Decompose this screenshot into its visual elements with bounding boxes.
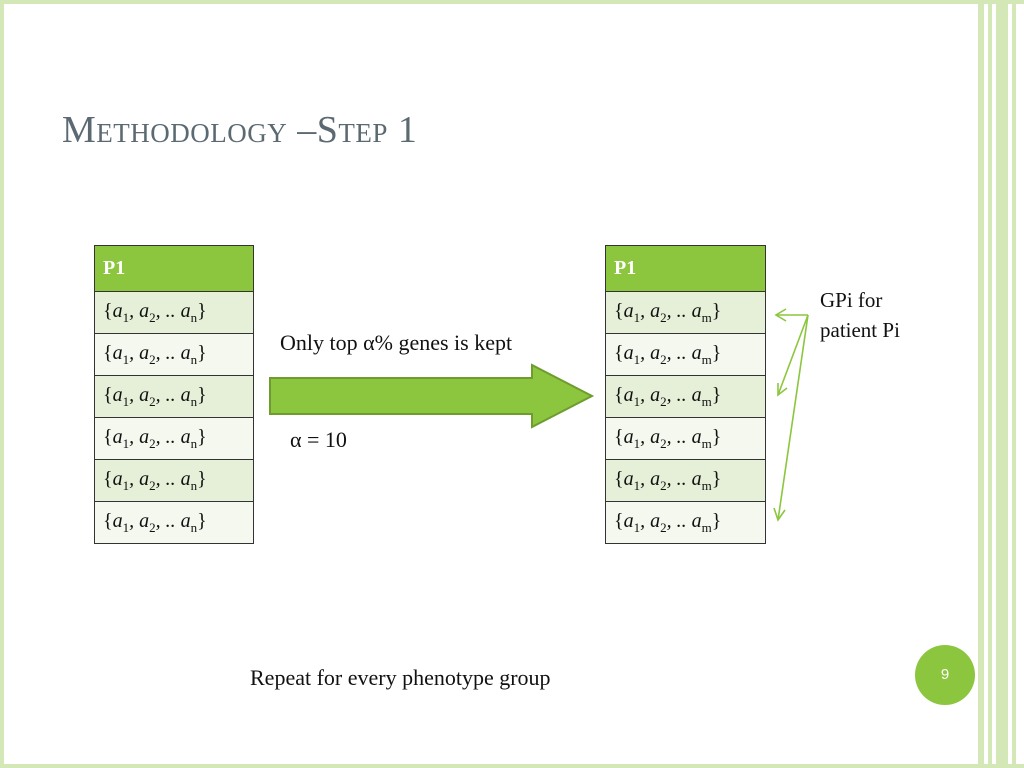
page-number-badge: 9 [915,645,975,705]
frame-left [0,0,4,768]
frame-stripe [978,0,984,768]
right-table-cell: {a1, a2, .. am} [605,375,766,418]
right-table-cell: {a1, a2, .. am} [605,417,766,460]
right-table-cell: {a1, a2, .. am} [605,459,766,502]
pointer-arrows [773,308,809,522]
left-table-cell: {a1, a2, .. an} [94,333,254,376]
right-table-cell: {a1, a2, .. am} [605,291,766,334]
left-table-cell: {a1, a2, .. an} [94,291,254,334]
left-table: P1 {a1, a2, .. an} {a1, a2, .. an} {a1, … [94,245,254,544]
right-table-cell: {a1, a2, .. am} [605,501,766,544]
left-table-cell: {a1, a2, .. an} [94,375,254,418]
arrow-top-label: Only top α% genes is kept [280,330,513,355]
pointer-head [774,308,787,322]
pointer-line [777,314,809,521]
transform-arrow [269,363,595,429]
slide-title: Methodology –Step 1 [62,109,418,151]
pointer-line [777,314,809,396]
right-table-cell: {a1, a2, .. am} [605,333,766,376]
left-table-cell: {a1, a2, .. an} [94,501,254,544]
gp-annotation-line1: GPi for [820,288,883,312]
frame-stripe [988,0,992,768]
frame-top [0,0,1024,4]
arrow-bottom-label: α = 10 [290,427,347,452]
frame-stripe [1012,0,1016,768]
footer-text: Repeat for every phenotype group [250,665,551,690]
right-table: P1 {a1, a2, .. am} {a1, a2, .. am} {a1, … [605,245,766,544]
right-table-header: P1 [605,245,766,292]
pointer-head [773,507,786,522]
left-table-header: P1 [94,245,254,292]
gp-annotation-line2: patient Pi [820,318,900,342]
gp-annotation: GPi for patient Pi [820,285,900,345]
frame-bottom [0,764,1024,768]
left-table-cell: {a1, a2, .. an} [94,459,254,502]
pointer-head [777,383,788,397]
left-table-cell: {a1, a2, .. an} [94,417,254,460]
frame-stripe [996,0,1008,768]
